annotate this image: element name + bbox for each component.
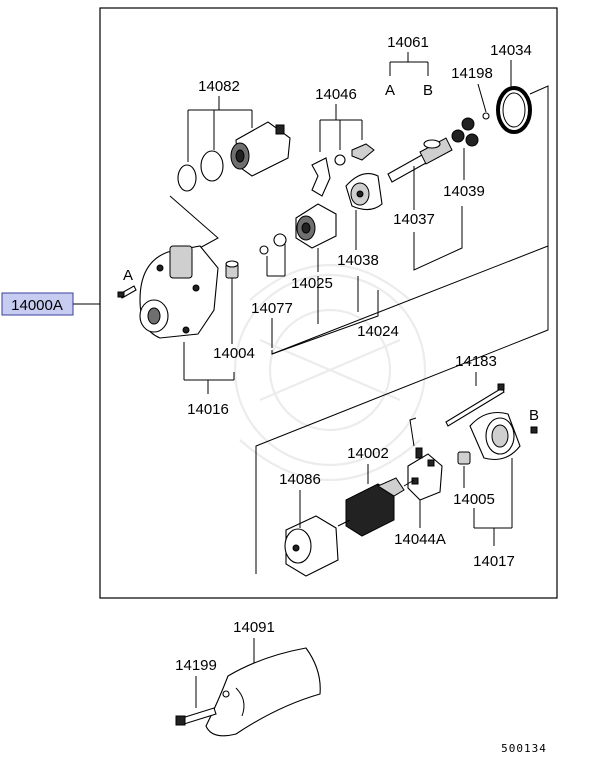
part-cover-14038 — [345, 173, 383, 211]
part-lever-14046 — [311, 143, 375, 197]
callout-14002: 14002 — [347, 445, 389, 462]
callout-14034: 14034 — [490, 42, 532, 59]
callout-14017: 14017 — [473, 553, 515, 570]
callout-14025: 14025 — [291, 275, 333, 292]
callout-14038: 14038 — [337, 252, 379, 269]
callout-14039: 14039 — [443, 183, 485, 200]
callout-14004: 14004 — [213, 345, 255, 362]
callout-14016: 14016 — [187, 401, 229, 418]
diagram-code: 500134 — [501, 742, 547, 755]
watermark-emblem — [233, 263, 427, 481]
part-ring-14077 — [259, 233, 287, 255]
part-housing-14016 — [139, 245, 219, 339]
callout-14086: 14086 — [279, 471, 321, 488]
diagram-frame — [99, 7, 558, 599]
part-bushing-14004 — [225, 260, 239, 279]
callout-14000a[interactable]: 14000A — [1, 292, 74, 316]
part-clutch-14025 — [295, 203, 337, 249]
part-ring-gear-14034 — [496, 86, 532, 134]
part-bolt-14199 — [175, 707, 217, 726]
part-armature-14002 — [337, 477, 415, 537]
part-ball-14198 — [482, 112, 490, 120]
callout-14077: 14077 — [251, 300, 293, 317]
callout-14037: 14037 — [393, 211, 435, 228]
callout-14091: 14091 — [233, 619, 275, 636]
part-bolt-a — [117, 285, 137, 299]
part-yoke-14086 — [284, 515, 339, 577]
marker-a-label: A — [123, 267, 133, 284]
part-heat-shield-14091 — [205, 647, 321, 737]
callout-14044a: 14044A — [394, 531, 446, 548]
callout-14061-b: B — [423, 82, 433, 99]
part-brush-holder-14044a — [407, 417, 443, 501]
part-bolt-14183 — [445, 383, 505, 427]
callout-14198: 14198 — [451, 65, 493, 82]
part-bushing-14005 — [457, 451, 471, 465]
callout-14199: 14199 — [175, 657, 217, 674]
part-gears-14039 — [451, 117, 479, 147]
part-shaft-14037 — [387, 137, 453, 183]
callout-14061-a: A — [385, 82, 395, 99]
callout-14082: 14082 — [198, 78, 240, 95]
callout-14005: 14005 — [453, 491, 495, 508]
part-bracket-14017 — [469, 411, 521, 461]
callout-14046: 14046 — [315, 86, 357, 103]
callout-14183: 14183 — [455, 353, 497, 370]
part-screw-b — [530, 426, 538, 434]
callout-14000a-label: 14000A — [11, 297, 63, 314]
callout-14061: 14061 — [387, 34, 429, 51]
marker-b-label: B — [529, 407, 539, 424]
callout-14024: 14024 — [357, 323, 399, 340]
part-solenoid-14082 — [177, 121, 291, 192]
